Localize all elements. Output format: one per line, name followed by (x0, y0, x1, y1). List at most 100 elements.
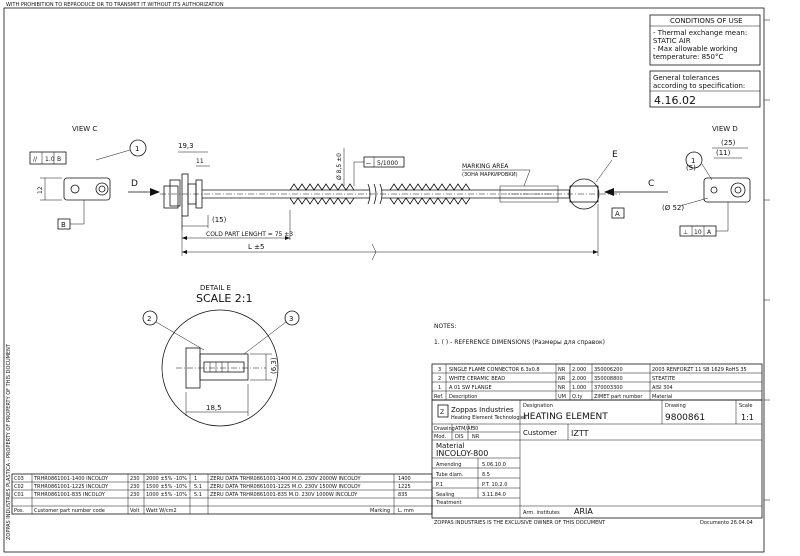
bom-row-2-nr: NR (558, 376, 566, 382)
part-3-code: TRHR0861001-835 INCOLOY (33, 492, 106, 498)
dim-6-3: (6,3) (270, 357, 278, 374)
sealing-label: Sealing (436, 492, 454, 498)
header-notice: WITH PROHIBITION TO REPRODUCE OR TO TRAN… (6, 2, 224, 8)
part-3-volt: 230 (130, 492, 140, 498)
dim-5: (5) (686, 164, 696, 172)
bom-row-2-mat: STEATITE (652, 376, 675, 382)
part-1-v: 1 (194, 476, 197, 482)
parts-header-length: L. mm (398, 508, 414, 514)
view-d: VIEW D (25) 1 (11) (5) (Ø 52) ⊥ 10 A (662, 125, 751, 237)
dim-L: L ±5 (248, 243, 264, 251)
part-2-length: 1225 (398, 484, 411, 490)
svg-text:⏤: ⏤ (366, 160, 371, 167)
label-e: E (612, 150, 618, 160)
notes: NOTES: 1. ( ) - REFERENCE DIMENSIONS (Ра… (434, 323, 605, 346)
bom-table: 3 SINGLE FLAME CONNECTOR 6.3x0.8 NR 2.00… (431, 363, 763, 401)
dim-dia-52: (Ø 52) (662, 204, 684, 212)
balloon-1-left-text: 1 (135, 145, 139, 153)
row-a-3: 30 (472, 426, 478, 432)
bom-row-3-desc: A 01 SW FLANGE (449, 385, 492, 391)
arm-label: Arm. institutes (523, 510, 560, 516)
part-2-volt: 230 (130, 484, 140, 490)
row-b-2: DIS (455, 434, 464, 440)
dim-1-0: 1.0 (45, 156, 55, 163)
dim-12: 12 (37, 186, 44, 194)
bom-row-3-pos: 1 (438, 385, 441, 391)
bom-row-2-desc: WHITE CERAMIC BEAD (449, 376, 505, 382)
sealing-value: 3.11.84.0 (482, 492, 506, 498)
bom-header-qty: Q.ty (572, 394, 582, 400)
conditions-box: CONDITIONS OF USE - Thermal exchange mea… (649, 14, 761, 66)
main-dimensions: 19,3 11 (15) COLD PART LENGHT = 75 ±3 L … (178, 142, 599, 261)
p1-label: P.1 (436, 482, 443, 488)
parts-header-volt: Volt (130, 508, 139, 514)
dim-5-1000: 5/1000 (377, 160, 398, 167)
part-1-length: 1400 (398, 476, 411, 482)
footer-right: Documento 26.04.04 (700, 520, 753, 526)
arrow-c: C (604, 179, 668, 196)
arrow-c-label: C (648, 179, 654, 189)
part-1-watt: 2000 ±5% -10% (146, 476, 187, 482)
parts-header-marking: Marking (370, 508, 390, 514)
part-1-pos: C03 (14, 476, 24, 482)
dim-11: 11 (196, 158, 204, 165)
scale-label: Scale (739, 403, 752, 409)
drawing-number: 9800861 (665, 413, 705, 423)
parts-table: C03 TRHR0861001-1400 INCOLOY 230 2000 ±5… (11, 473, 433, 515)
view-c: VIEW C // 1.0 B 12 B 1 (29, 125, 147, 230)
bom-row-3-code: 370003300 (594, 385, 623, 391)
svg-text://: // (33, 156, 38, 163)
part-2-marking: ZERU DATA TRHR0861001-1225 M.O. 230V 150… (210, 484, 361, 490)
marking-area-label: MARKING AREA (462, 163, 509, 170)
balloon-1-right-text: 1 (691, 157, 695, 165)
detail-e: DETAIL E SCALE 2:1 2 3 (6,3) 18,5 (142, 284, 300, 427)
arrow-d: D (128, 179, 160, 196)
part-2-watt: 1500 ±5% -10% (146, 484, 187, 490)
dim-18-5: 18,5 (206, 404, 222, 412)
bom-row-1-nr: NR (558, 367, 566, 373)
row-a-2: ATM/AF (455, 426, 474, 432)
tol-a: A (707, 229, 712, 236)
balloon-1-right (685, 151, 703, 169)
side-notice: ZOPPAS INDUSTRIES PLASTICA - PROPERTY OF… (6, 343, 12, 540)
row-b-3: NR (472, 434, 480, 440)
notes-title: NOTES: (434, 323, 457, 330)
bom-row-1-pos: 3 (438, 367, 441, 373)
bom-row-1-mat: 2003 RENFORZT 11 SB 1629 RoHS 35 (652, 367, 747, 373)
bom-row-2-code: 350008800 (594, 376, 623, 382)
tube-label: Tube diam. (435, 472, 464, 478)
detail-e-circle (568, 178, 600, 210)
bom-header-code: ZIMET part number (594, 394, 643, 400)
scale-value: 1:1 (741, 413, 754, 422)
dim-19-3: 19,3 (178, 142, 194, 150)
designation-label: Designation (523, 403, 553, 409)
balloon-1-left (129, 139, 147, 157)
bom-row-1-qty: 2.000 (572, 367, 586, 373)
amend-date: 5.06.10.0 (482, 462, 506, 468)
label-b: B (61, 221, 66, 229)
bom-row-2-pos: 2 (438, 376, 441, 382)
company-sub: Heating Element Technologies (451, 415, 527, 421)
designation: HEATING ELEMENT (523, 412, 608, 422)
row-a-1: Drawing (434, 426, 455, 432)
material-label: Material (436, 442, 464, 450)
part-3-marking: ZERU DATA TRHR0861001-835 M.O. 230V 1000… (210, 492, 358, 498)
view-d-label: VIEW D (712, 125, 738, 133)
dim-15: (15) (212, 216, 227, 224)
part-3-length: 835 (398, 492, 408, 498)
part-3-watt: 1000 ±5% -10% (146, 492, 187, 498)
notes-line-1: 1. ( ) - REFERENCE DIMENSIONS (Размеры д… (434, 339, 605, 346)
part-3-pos: C01 (14, 492, 24, 498)
amend-label: Amending (436, 462, 461, 468)
part-2-pos: C02 (14, 484, 24, 490)
parts-header-pos: Pos. (14, 508, 25, 514)
svg-text:⊥: ⊥ (683, 229, 688, 236)
bom-header-nr: UM (558, 394, 566, 400)
material-value: INCOLOY-800 (436, 449, 488, 458)
bom-row-1-code: 350006200 (594, 367, 623, 373)
part-1-volt: 230 (130, 476, 140, 482)
part-3-v: 5.1 (194, 492, 202, 498)
title-block: Z Zoppas Industries Heating Element Tech… (431, 399, 763, 526)
label-a: A (615, 210, 620, 218)
parts-header-watt: Watt W/cm2 (146, 508, 177, 514)
